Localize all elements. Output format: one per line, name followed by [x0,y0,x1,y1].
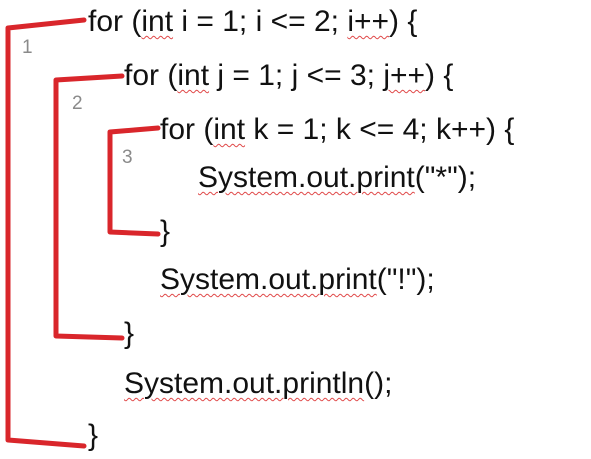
code-line-4: System.out.print("*"); [198,160,476,196]
loop-label-2: 2 [72,93,83,114]
code-token: i = 1; i <= 2; [173,5,348,38]
code-token: ) { [425,59,454,92]
code-token: ) { [389,5,418,38]
code-line-1: for (int i = 1; i <= 2; i++) { [88,4,417,40]
code-token: j = 1; j <= 3; [209,59,384,92]
code-line-2: for (int j = 1; j <= 3; j++) { [124,58,453,94]
code-token: ("!"); [376,263,435,296]
code-line-3: for (int k = 1; k <= 4; k++) { [160,112,514,148]
code-line-9: } [88,418,98,454]
flagged-token: System.out.print [198,161,415,194]
code-token: } [160,215,171,248]
loop-bracket-3 [107,125,161,237]
flagged-token: i++ [347,5,390,38]
code-token: ("*"); [414,161,477,194]
code-token: for ( [124,59,178,92]
code-line-6: System.out.print("!"); [160,262,435,298]
code-token: k = 1; k <= 4; k++) { [245,113,515,146]
code-token: (); [364,367,393,400]
loop-bracket-2 [53,73,125,341]
flagged-token: int [141,5,174,38]
code-line-7: } [124,316,134,352]
flagged-token: int [213,113,246,146]
code-token: for ( [88,5,142,38]
loop-bracket-1 [5,17,87,449]
flagged-token: j++ [383,59,426,92]
loop-label-1: 1 [22,37,33,58]
flagged-token: int [177,59,210,92]
code-token: } [124,317,135,350]
flagged-token: System.out.println [124,367,365,400]
code-line-8: System.out.println(); [124,366,392,402]
code-token: } [88,419,99,452]
loop-label-3: 3 [122,147,133,168]
flagged-token: System.out.print [160,263,377,296]
code-token: for ( [160,113,214,146]
code-line-5: } [160,214,170,250]
